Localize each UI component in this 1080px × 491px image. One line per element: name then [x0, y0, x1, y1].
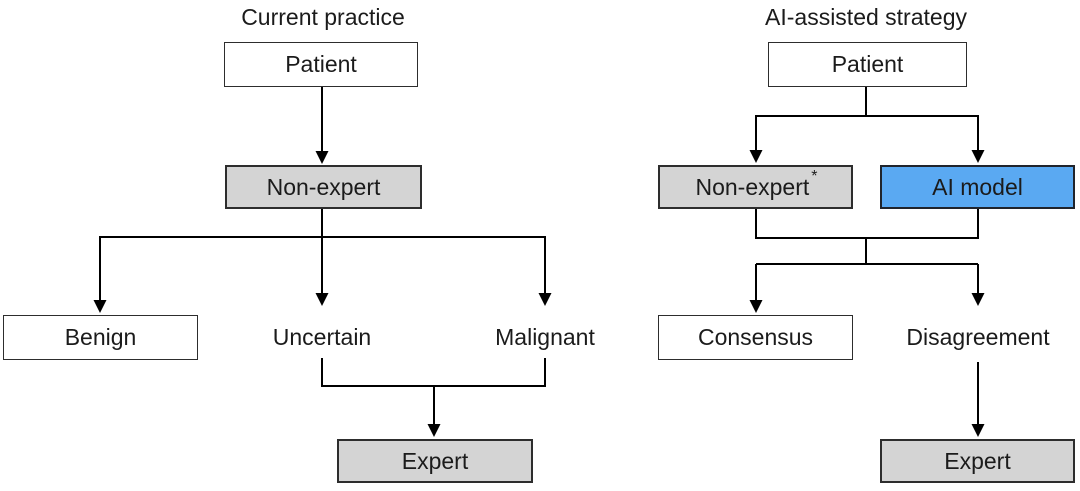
node-left-expert: Expert — [337, 439, 533, 483]
node-left-patient: Patient — [224, 42, 418, 87]
node-left-expert-label: Expert — [401, 447, 469, 474]
node-consensus-label: Consensus — [697, 324, 814, 350]
node-right-non-expert: Non-expert* — [658, 165, 853, 209]
arrowhead-right-nonexpert — [749, 150, 763, 163]
right-panel-title: AI-assisted strategy — [765, 4, 967, 30]
arrowhead-malignant — [538, 293, 552, 306]
arrowhead-right-expert — [971, 424, 985, 437]
node-benign: Benign — [3, 315, 198, 360]
node-right-expert: Expert — [880, 439, 1075, 483]
arrowhead-aimodel — [971, 150, 985, 163]
arrowhead-benign — [93, 300, 107, 313]
node-left-patient-label: Patient — [285, 51, 357, 77]
arrowhead-left-nonexpert — [315, 151, 329, 164]
node-ai-model-label: AI model — [932, 173, 1023, 200]
arrowhead-disagreement — [971, 293, 985, 306]
node-left-non-expert-label: Non-expert — [266, 173, 381, 200]
node-disagreement: Disagreement — [906, 324, 1050, 350]
node-right-non-expert-label: Non-expert — [695, 173, 810, 200]
arrowhead-left-expert — [427, 424, 441, 437]
arrowhead-consensus — [749, 300, 763, 313]
node-right-expert-label: Expert — [944, 447, 1011, 474]
node-uncertain: Uncertain — [272, 324, 372, 350]
left-panel-title: Current practice — [241, 4, 405, 30]
node-right-patient-label: Patient — [831, 51, 904, 77]
node-malignant: Malignant — [495, 324, 595, 350]
node-right-patient: Patient — [768, 42, 967, 87]
node-ai-model: AI model — [880, 165, 1075, 209]
node-consensus: Consensus — [658, 315, 853, 360]
node-left-non-expert: Non-expert — [225, 165, 422, 209]
node-benign-label: Benign — [64, 324, 137, 350]
arrowhead-uncertain — [315, 293, 329, 306]
